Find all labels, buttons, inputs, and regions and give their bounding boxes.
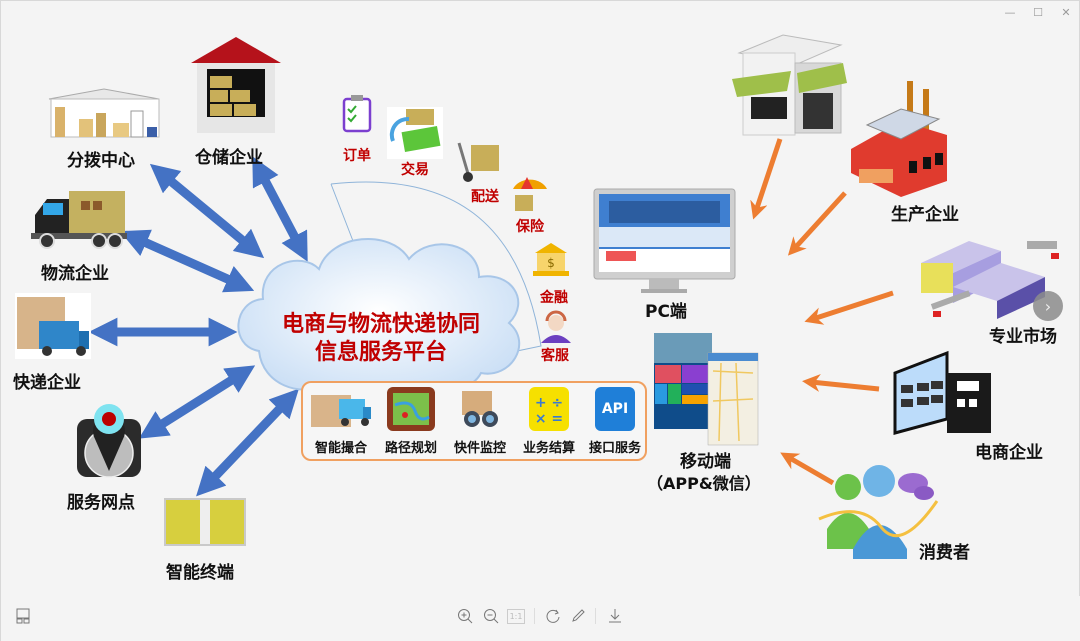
arc-label-customer-service: 客服: [541, 348, 569, 364]
diagram-graphics: $: [15, 34, 1059, 559]
maximize-button[interactable]: ☐: [1025, 3, 1051, 21]
storefront-icon: [732, 34, 847, 136]
warehouse-house-icon: [191, 37, 281, 133]
arc-label-trade: 交易: [401, 162, 429, 178]
rotate-icon: [546, 609, 560, 623]
thumbnail-view-button[interactable]: [13, 606, 33, 626]
service-smart-matching: 智能撮合: [307, 387, 375, 456]
rotate-button[interactable]: [543, 606, 563, 626]
clipboard-check-icon: [342, 95, 372, 133]
service-settlement: + ÷× = 业务结算: [515, 387, 583, 456]
download-button[interactable]: [605, 606, 625, 626]
node-label-market: 专业市场: [989, 327, 1057, 347]
service-label: 快件监控: [453, 441, 506, 456]
service-label: 接口服务: [588, 441, 641, 456]
arc-label-delivery: 配送: [471, 189, 499, 205]
minimize-icon: —: [1004, 5, 1016, 19]
node-label-express: 快递企业: [13, 373, 81, 393]
parcel-locker-icon: [164, 498, 246, 546]
actual-size-button[interactable]: 1:1: [506, 606, 526, 626]
zoom-in-button[interactable]: [455, 606, 475, 626]
platform-title-line2: 信息服务平台: [314, 340, 447, 365]
services-panel: 智能撮合 路径规划 快件监控 + ÷× = 业务结算: [301, 381, 647, 461]
node-label-distribution-center: 分拨中心: [67, 151, 135, 171]
node-label-warehousing: 仓储企业: [195, 148, 263, 168]
arc-label-insurance: 保险: [516, 219, 544, 235]
minimize-button[interactable]: —: [997, 3, 1023, 21]
platform-title: 电商与物流快递协同 信息服务平台: [241, 311, 521, 367]
client-label-mobile: 移动端: [680, 452, 731, 472]
next-image-button[interactable]: ›: [1033, 291, 1063, 321]
office-building-icon: [893, 350, 991, 435]
close-button[interactable]: ✕: [1053, 3, 1079, 21]
client-sublabel-mobile: （APP&微信）: [647, 474, 761, 493]
thumbnail-icon: [16, 608, 30, 624]
svg-text:× =: × =: [535, 411, 563, 427]
node-label-service-point: 服务网点: [67, 493, 135, 513]
factory-icon: [851, 81, 947, 197]
headset-agent-icon: [541, 310, 571, 343]
node-label-ecommerce: 电商企业: [975, 443, 1043, 463]
node-label-smart-terminal: 智能终端: [166, 563, 234, 583]
money-exchange-icon: [387, 107, 443, 159]
zoom-in-icon: [458, 609, 473, 624]
download-icon: [609, 609, 621, 623]
chevron-right-icon: ›: [1044, 296, 1052, 316]
service-parcel-monitor: 快件监控: [446, 387, 514, 456]
users-chat-icon: [818, 465, 939, 559]
api-icon: API: [595, 387, 635, 431]
delivery-van-icon: [15, 293, 91, 359]
service-label: 智能撮合: [314, 441, 367, 456]
node-label-consumer: 消费者: [919, 543, 970, 563]
zoom-out-button[interactable]: [481, 606, 501, 626]
viewer-toolbar: 1:1: [1, 596, 1080, 641]
bank-icon: $: [533, 243, 569, 276]
svg-text:+ ÷: + ÷: [535, 395, 563, 411]
mobile-app-icon: [654, 333, 759, 446]
left-arrows: [88, 156, 308, 497]
maximize-icon: ☐: [1033, 5, 1043, 19]
close-icon: ✕: [1061, 5, 1071, 19]
pencil-icon: [572, 609, 585, 622]
service-label: 路径规划: [384, 441, 437, 456]
hand-truck-icon: [457, 142, 499, 182]
service-label: 业务结算: [522, 441, 575, 456]
client-label-pc: PC端: [645, 302, 687, 322]
map-route-icon: [387, 387, 435, 431]
toolbar-divider: [534, 608, 535, 624]
desktop-monitor-icon: [593, 188, 736, 293]
logistics-hub-icon: [921, 241, 1059, 319]
diagram-canvas: $: [1, 1, 1080, 596]
service-api: API 接口服务: [581, 387, 649, 456]
map-pin-globe-icon: [77, 404, 141, 478]
truck-cargo-icon: [31, 191, 127, 249]
boxes-truck-icon: [309, 387, 373, 431]
binoculars-icon: [456, 387, 504, 431]
edit-button[interactable]: [568, 606, 588, 626]
node-label-manufacturer: 生产企业: [891, 205, 959, 225]
arc-label-order: 订单: [343, 148, 371, 164]
calculator-icon: + ÷× =: [529, 387, 569, 431]
warehouse-interior-icon: [48, 88, 160, 138]
right-arrows: [750, 138, 894, 486]
arc-label-finance: 金融: [540, 290, 568, 306]
umbrella-icon: [513, 177, 547, 211]
actual-size-icon: 1:1: [506, 608, 526, 624]
svg-text:$: $: [547, 256, 555, 270]
service-route-planning: 路径规划: [377, 387, 445, 456]
node-label-logistics: 物流企业: [41, 264, 109, 284]
toolbar-divider: [595, 608, 596, 624]
arc-outline: [330, 181, 542, 352]
platform-title-line1: 电商与物流快递协同: [281, 312, 480, 337]
zoom-out-icon: [484, 609, 499, 624]
